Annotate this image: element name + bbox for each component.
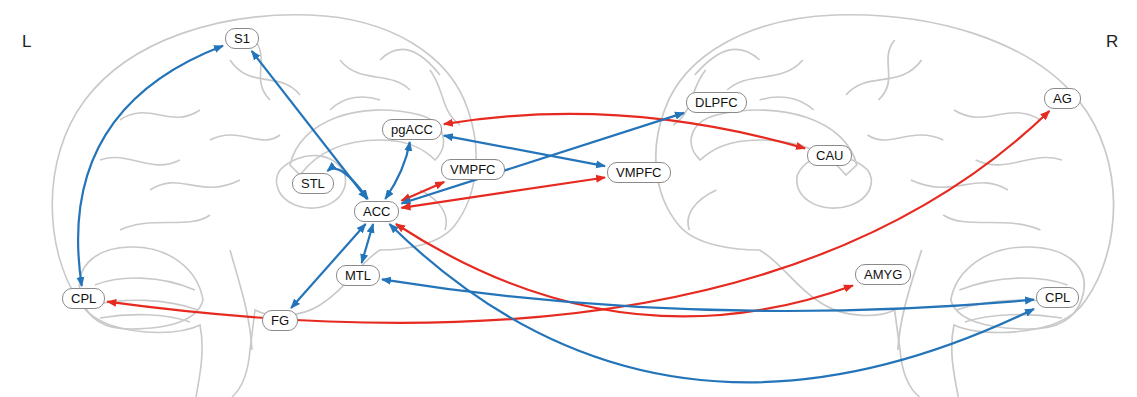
connectivity-arrow (78, 46, 223, 286)
region-name: FG (271, 313, 289, 328)
connectivity-arrow (362, 224, 373, 263)
region-box: AG (1044, 88, 1081, 109)
connectivity-arrow (385, 142, 410, 199)
region-name: AMYG (864, 267, 902, 282)
connectivity-arrow (401, 177, 605, 207)
region-box: AMYG (855, 264, 911, 285)
region-name: VMPFC (450, 162, 496, 177)
region-box: S1 (225, 28, 259, 49)
region-box: DLPFC (686, 92, 747, 113)
connectivity-arrow (252, 51, 367, 199)
region-name: ACC (363, 204, 390, 219)
hemisphere-label: L (22, 32, 31, 52)
region-name: VMPFC (616, 165, 662, 180)
region-name: CPL (1045, 290, 1070, 305)
region-name: DLPFC (695, 95, 738, 110)
connectivity-arrow (389, 224, 1034, 382)
region-box: VMPFC (441, 159, 505, 180)
hemisphere-label: R (1106, 32, 1118, 52)
region-name: pgACC (391, 122, 433, 137)
region-name: S1 (234, 31, 250, 46)
region-name: CAU (816, 148, 843, 163)
connectivity-arrow (382, 279, 1034, 311)
region-name: MTL (345, 268, 371, 283)
region-box: pgACC (382, 119, 442, 140)
region-box: STL (292, 173, 334, 194)
region-box: CAU (807, 145, 852, 166)
region-box: CPL (62, 288, 105, 309)
connectivity-arrow (396, 224, 853, 316)
region-box: FG (262, 310, 298, 331)
region-box: ACC (354, 201, 399, 222)
region-name: STL (301, 176, 325, 191)
region-box: MTL (336, 265, 380, 286)
region-box: CPL (1036, 287, 1079, 308)
region-box: VMPFC (607, 162, 671, 183)
region-name: CPL (71, 291, 96, 306)
connectivity-arrow (401, 113, 684, 204)
region-name: AG (1053, 91, 1072, 106)
connectivity-arrow (107, 111, 1049, 323)
